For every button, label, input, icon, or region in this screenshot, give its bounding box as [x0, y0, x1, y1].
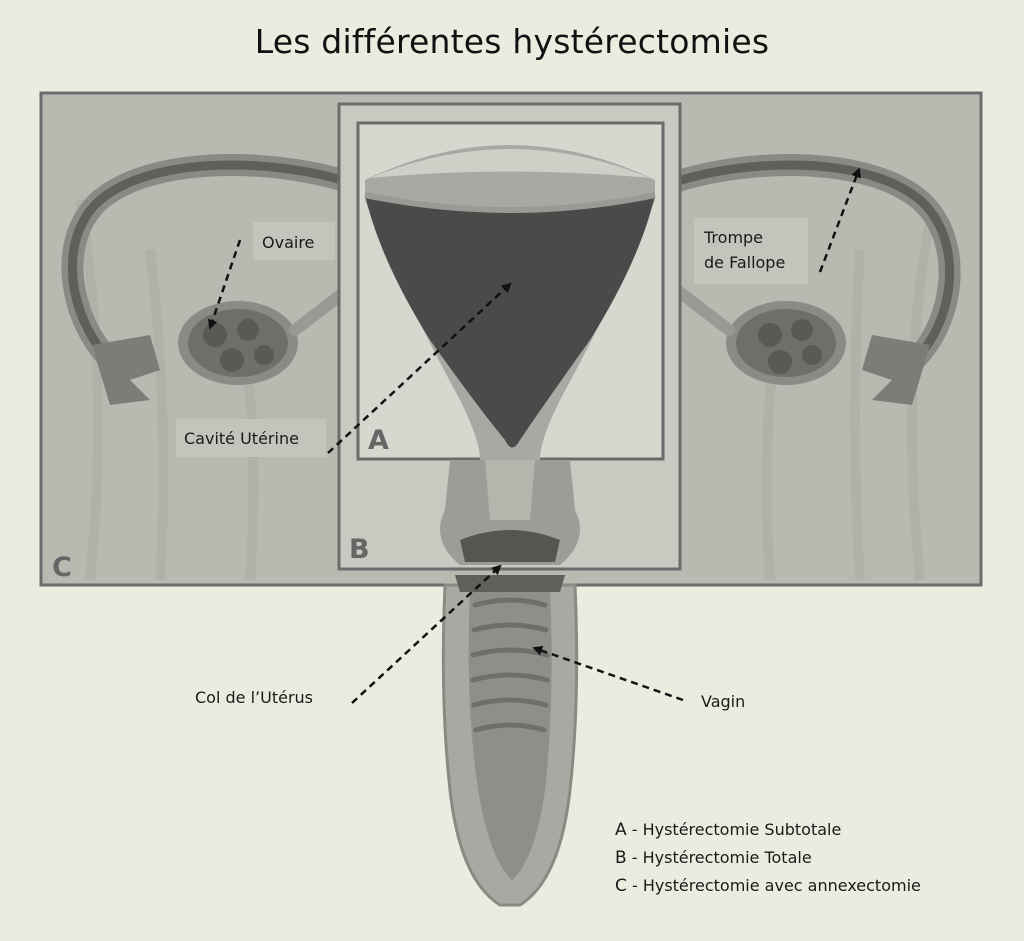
legend-item-b: B - Hystérectomie Totale — [615, 844, 921, 872]
legend-key: A — [615, 820, 627, 840]
fallopian-tubes — [61, 154, 961, 371]
cervix — [440, 460, 580, 565]
legend-key: B — [615, 848, 627, 868]
fimbriae — [92, 335, 930, 405]
arrow-trompe — [818, 167, 861, 273]
legend-item-a: A - Hystérectomie Subtotale — [615, 816, 921, 844]
label-cavite: Cavité Utérine — [184, 429, 299, 448]
page-title: Les différentes hystérectomies — [254, 22, 770, 61]
legend-key: C — [615, 876, 627, 896]
uterus — [364, 145, 656, 460]
legend-text: - Hystérectomie Subtotale — [626, 820, 842, 839]
legend-item-c: C - Hystérectomie avec annexectomie — [615, 872, 921, 900]
box-b-letter: B — [349, 534, 370, 565]
label-trompe-line2: de Fallope — [704, 253, 785, 272]
legend-text: - Hystérectomie Totale — [626, 848, 812, 867]
cavite-label-bg — [176, 419, 326, 457]
arrow-ovaire — [207, 239, 242, 330]
arrow-col — [351, 564, 502, 704]
ovary-right — [726, 301, 846, 385]
legend-text: - Hystérectomie avec annexectomie — [626, 876, 921, 895]
label-col: Col de l’Utérus — [195, 688, 313, 707]
ovary-left — [178, 301, 298, 385]
label-vagin: Vagin — [701, 692, 745, 711]
pointer-arrows — [207, 167, 861, 704]
label-ovaire: Ovaire — [262, 233, 314, 252]
label-trompe-line1: Trompe — [703, 228, 763, 247]
vagina — [441, 575, 579, 907]
arrow-vagin — [532, 645, 684, 702]
box-a-letter: A — [368, 425, 389, 456]
box-c-letter: C — [52, 552, 72, 583]
trompe-label-bg — [694, 218, 808, 284]
arrow-cavite — [327, 282, 512, 454]
ovaire-label-bg — [253, 222, 335, 260]
legend: A - Hystérectomie Subtotale B - Hystérec… — [615, 816, 921, 900]
uterine-cavity — [365, 195, 655, 448]
